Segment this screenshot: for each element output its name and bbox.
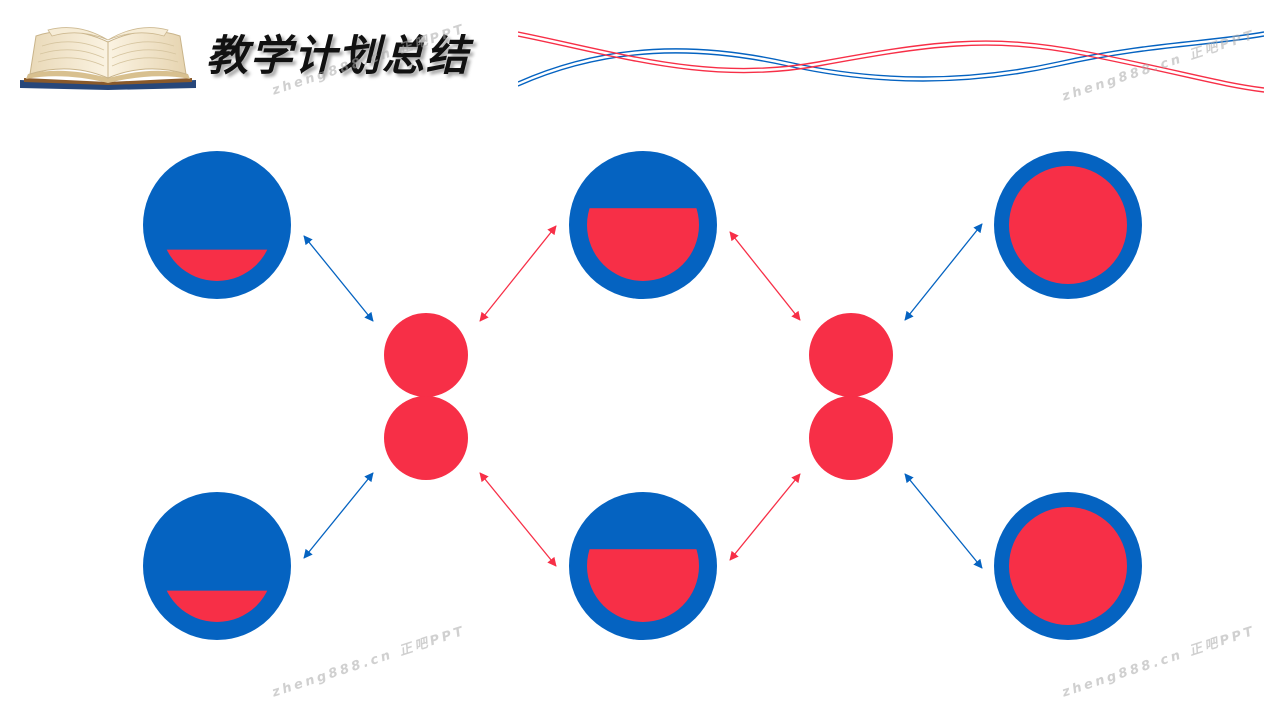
arrow-left-bottom xyxy=(303,472,374,559)
mid-right-red-circle-bottom xyxy=(809,396,893,480)
blue-wave-line xyxy=(518,35,1264,87)
middle-top-node xyxy=(569,151,717,299)
arrow-mid-right-top xyxy=(729,231,801,321)
mid-left-red-circle-top xyxy=(384,313,468,397)
arrow-right-top xyxy=(904,223,983,321)
arrow-right-bottom xyxy=(904,473,983,569)
middle-bottom-node xyxy=(569,492,717,640)
blue-wave-line xyxy=(518,31,1264,83)
right-bottom-fill xyxy=(1009,507,1127,625)
left-top-node xyxy=(143,151,291,299)
arrow-mid-left-bottom xyxy=(479,472,557,567)
decorative-wave-lines xyxy=(518,31,1264,93)
red-wave-line xyxy=(518,31,1264,89)
left-bottom-node xyxy=(143,492,291,640)
page-title: 教学计划总结 xyxy=(206,31,471,80)
mid-left-red-circle-bottom xyxy=(384,396,468,480)
mid-right-red-circle-top xyxy=(809,313,893,397)
right-bottom-node xyxy=(994,492,1142,640)
right-top-node xyxy=(994,151,1142,299)
arrow-mid-left-top xyxy=(479,225,557,322)
right-top-fill xyxy=(1009,166,1127,284)
red-wave-line xyxy=(518,35,1264,93)
arrow-mid-right-bottom xyxy=(729,473,801,561)
open-book-icon xyxy=(20,27,196,90)
arrow-left-top xyxy=(303,235,374,322)
